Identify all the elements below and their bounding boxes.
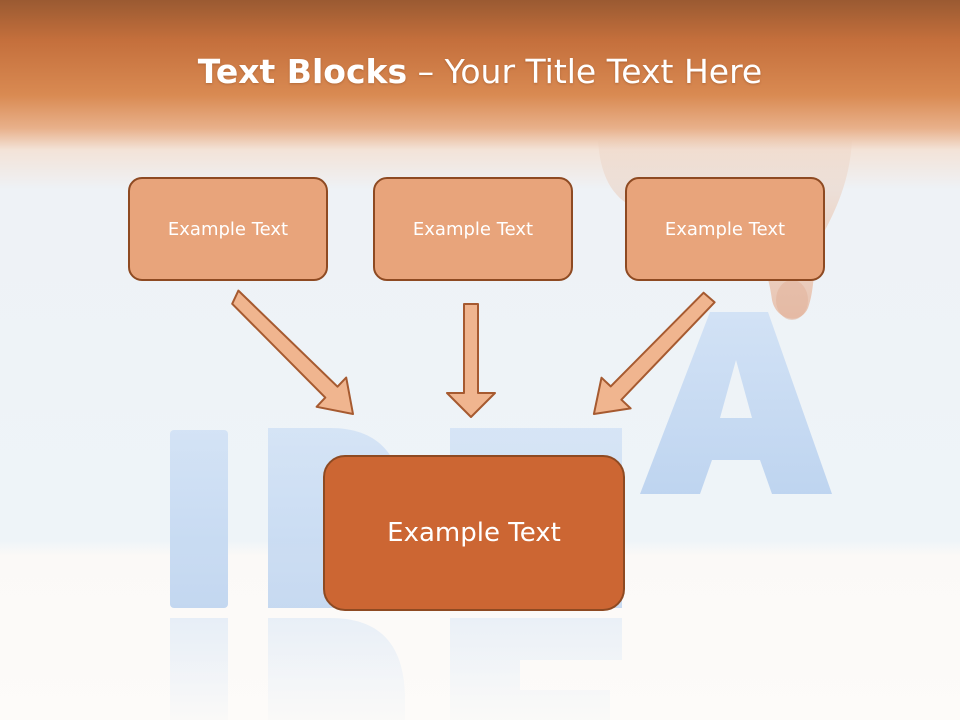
title-bold: Text Blocks [197, 52, 408, 91]
title-rest: Your Title Text Here [444, 52, 763, 91]
text-block-top-right[interactable]: Example Text [625, 177, 825, 281]
text-block-top-left[interactable]: Example Text [128, 177, 328, 281]
text-block-label: Example Text [387, 518, 561, 548]
text-block-label: Example Text [167, 218, 289, 240]
arrow-left-icon [231, 289, 354, 415]
text-block-bottom-center[interactable]: Example Text [323, 455, 625, 611]
slide-title: Text Blocks – Your Title Text Here [0, 52, 960, 91]
text-block-top-center[interactable]: Example Text [373, 177, 573, 281]
text-block-label: Example Text [412, 218, 534, 240]
arrow-center-icon [446, 303, 496, 418]
arrow-right-icon [592, 291, 716, 415]
text-block-label: Example Text [664, 218, 786, 240]
title-dash: – [407, 52, 445, 91]
